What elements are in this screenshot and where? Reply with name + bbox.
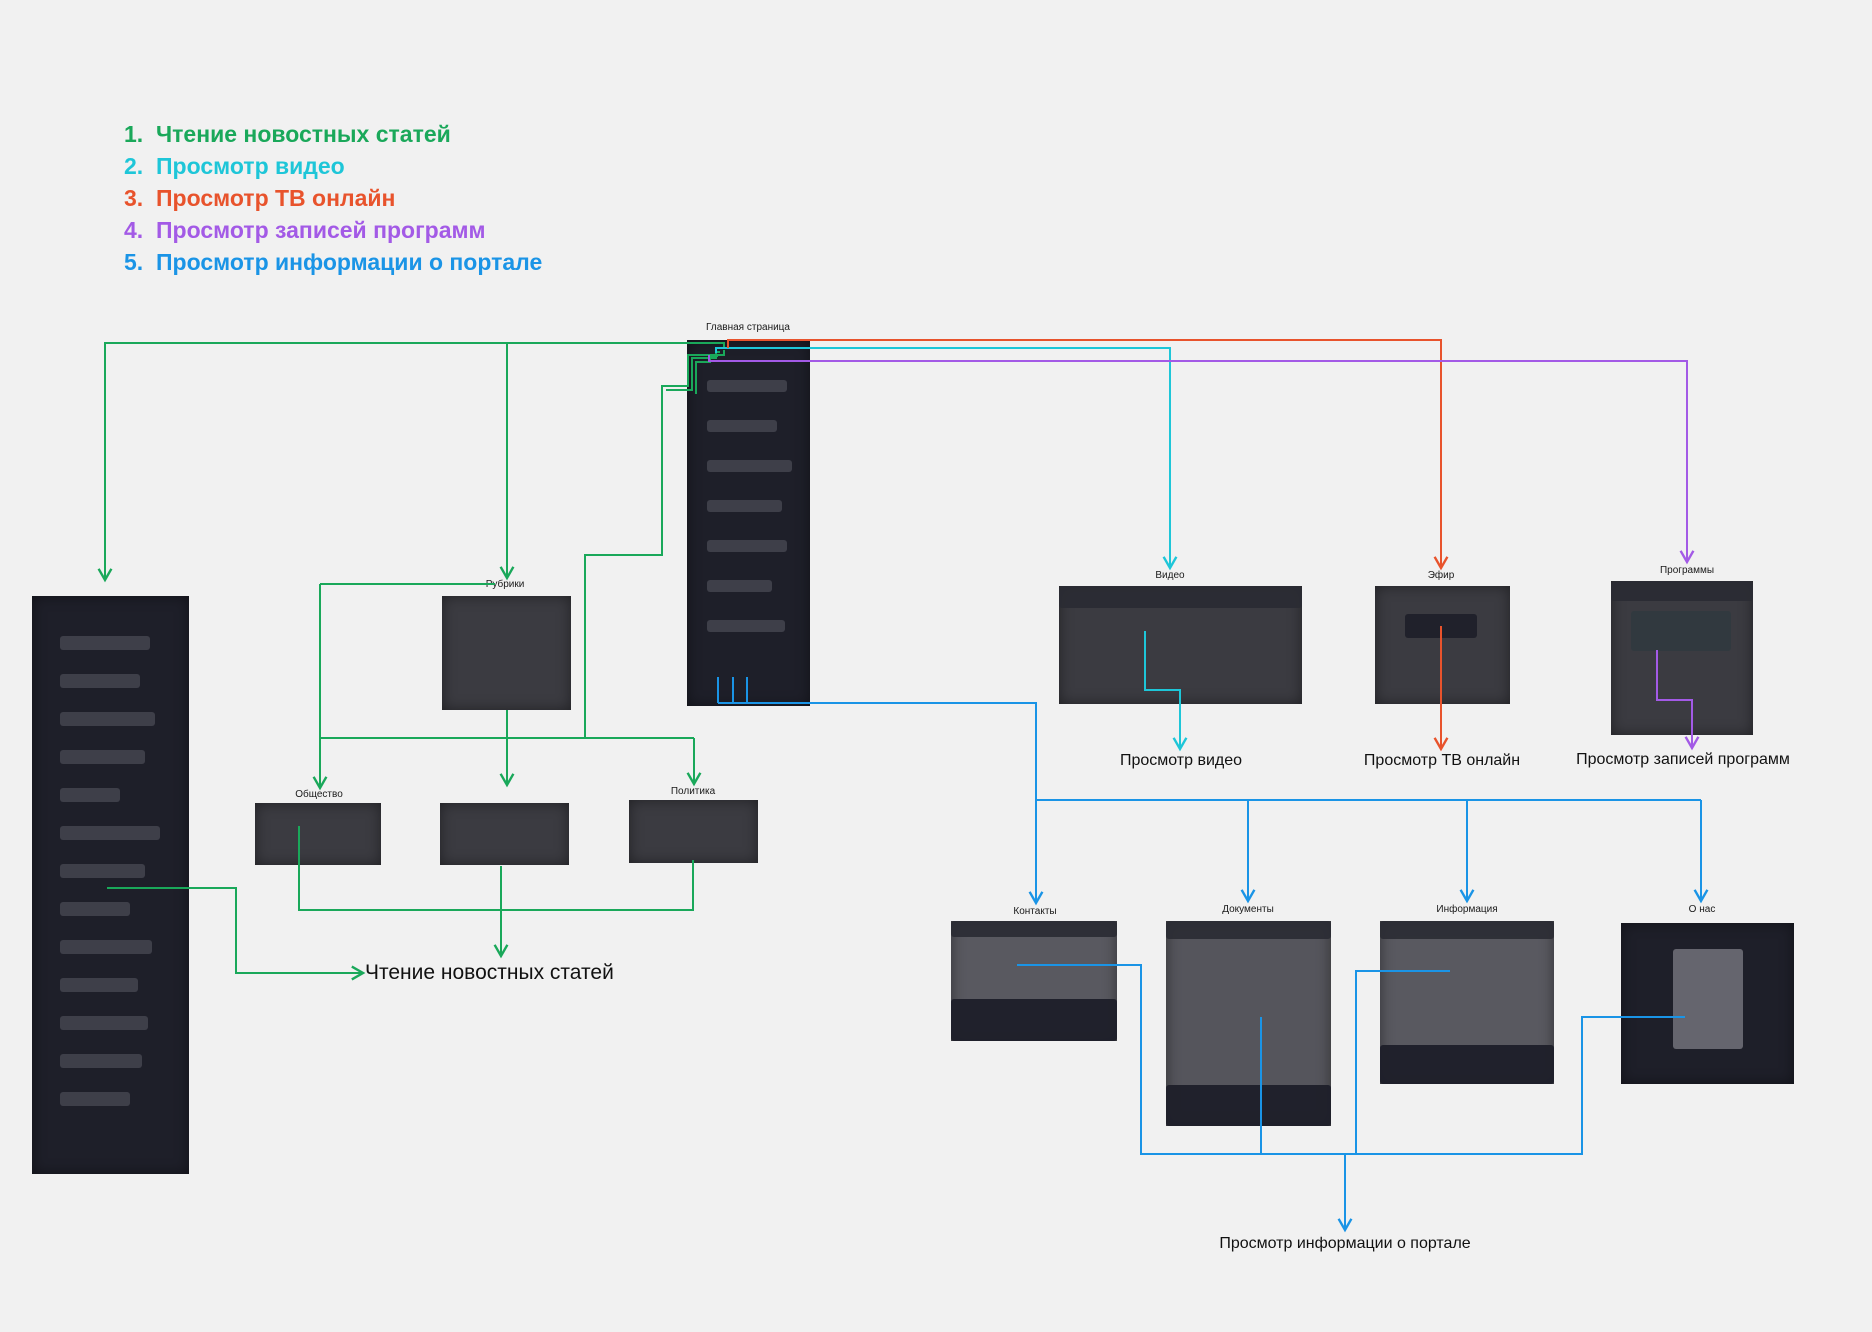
screen-label-about: О нас (1688, 904, 1716, 915)
legend-item-programs: 4. Просмотр записей программ (124, 214, 542, 246)
screen-label-society: Общество (295, 789, 343, 800)
legend-item-video: 2. Просмотр видео (124, 150, 542, 182)
screen-label-documents: Документы (1222, 904, 1274, 915)
screen-rubric-middle[interactable] (440, 803, 569, 865)
outcome-tv: Просмотр ТВ онлайн (1363, 752, 1521, 769)
screen-label-live: Эфир (1427, 570, 1455, 581)
screen-rubrics[interactable] (442, 596, 571, 710)
screen-home[interactable] (687, 340, 810, 706)
flow-tv (727, 339, 1449, 752)
legend-label: Просмотр ТВ онлайн (156, 185, 396, 211)
screen-label-home: Главная страница (706, 322, 790, 333)
screen-contacts[interactable] (951, 921, 1117, 1041)
screen-society[interactable] (255, 803, 381, 865)
legend-number: 2. (124, 153, 144, 179)
legend-number: 4. (124, 217, 144, 243)
flow-portal (717, 677, 1709, 1233)
flow-video (715, 347, 1188, 752)
flow-programs (708, 355, 1700, 751)
screen-label-video: Видео (1155, 570, 1185, 581)
outcome-portal: Просмотр информации о портале (1219, 1235, 1471, 1252)
legend-label: Чтение новостных статей (156, 121, 451, 147)
flow-news (97, 342, 725, 981)
legend-number: 3. (124, 185, 144, 211)
legend-label: Просмотр записей программ (156, 217, 486, 243)
outcome-video: Просмотр видео (1119, 752, 1243, 769)
screen-label-information: Информация (1436, 904, 1498, 915)
screen-about[interactable] (1621, 923, 1794, 1084)
screen-video[interactable] (1059, 586, 1302, 704)
screen-label-rubrics: Рубрики (485, 579, 525, 590)
legend-label: Просмотр видео (156, 153, 345, 179)
screen-politics[interactable] (629, 800, 758, 863)
legend-item-news: 1. Чтение новостных статей (124, 118, 542, 150)
screen-information[interactable] (1380, 921, 1554, 1084)
screen-news-feed[interactable] (32, 596, 189, 1174)
legend-number: 1. (124, 121, 144, 147)
legend-number: 5. (124, 249, 144, 275)
legend-item-portal: 5. Просмотр информации о портале (124, 246, 542, 278)
screen-documents[interactable] (1166, 921, 1331, 1126)
screen-label-programs: Программы (1659, 565, 1715, 576)
outcome-news: Чтение новостных статей (365, 961, 614, 984)
screen-label-politics: Политика (670, 786, 716, 797)
outcome-programs: Просмотр записей программ (1576, 751, 1790, 768)
screen-programs[interactable] (1611, 581, 1753, 735)
screen-label-contacts: Контакты (1013, 906, 1057, 917)
legend-label: Просмотр информации о портале (156, 249, 543, 275)
legend: 1. Чтение новостных статей 2. Просмотр вид… (124, 118, 542, 278)
legend-item-tv: 3. Просмотр ТВ онлайн (124, 182, 542, 214)
